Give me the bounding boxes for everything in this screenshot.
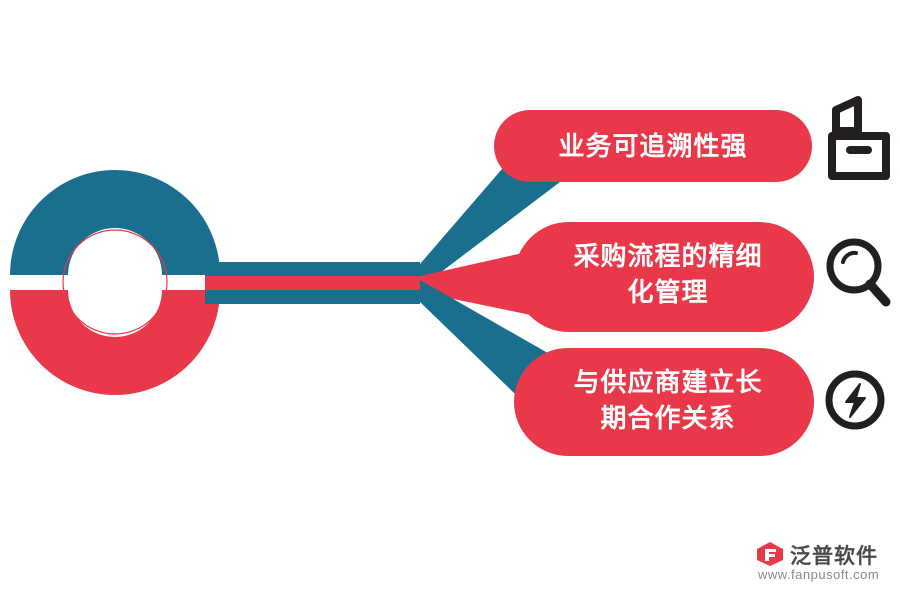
hub-bottom-arc [10, 290, 220, 395]
pill-top[interactable] [494, 110, 812, 182]
watermark-url: www.fanpusoft.com [758, 567, 880, 582]
donut-hub [10, 170, 220, 395]
ballot-box-icon [828, 96, 890, 180]
lightning-bolt-icon [825, 370, 885, 430]
watermark-brand: 泛普软件 [790, 545, 878, 568]
hub-inner-circle [62, 229, 168, 335]
pill-bottom[interactable] [514, 348, 814, 456]
watermark: 泛普软件 www.fanpusoft.com [756, 540, 891, 588]
trunk-red-stripe [205, 276, 420, 290]
magnifier-icon [826, 238, 891, 307]
hub-top-arc [10, 170, 220, 275]
pill-middle[interactable] [514, 222, 814, 332]
trunk-connector [205, 262, 420, 304]
branch-connector-middle [420, 248, 545, 318]
fanpu-logo-icon [757, 542, 783, 566]
